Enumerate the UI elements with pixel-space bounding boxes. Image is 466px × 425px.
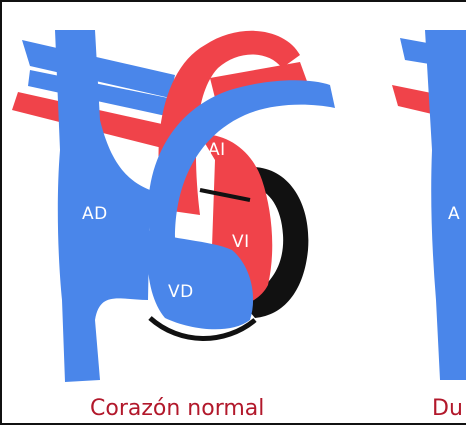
label-right-panel-partial: A: [448, 204, 460, 224]
label-left-atrium: AI: [208, 140, 226, 160]
caption-right-partial: Du: [432, 396, 463, 421]
label-left-ventricle: VI: [232, 232, 250, 252]
caption-normal-heart: Corazón normal: [90, 396, 264, 421]
normal-heart: [12, 30, 335, 382]
label-right-ventricle: VD: [168, 282, 194, 302]
label-right-atrium: AD: [82, 204, 108, 224]
